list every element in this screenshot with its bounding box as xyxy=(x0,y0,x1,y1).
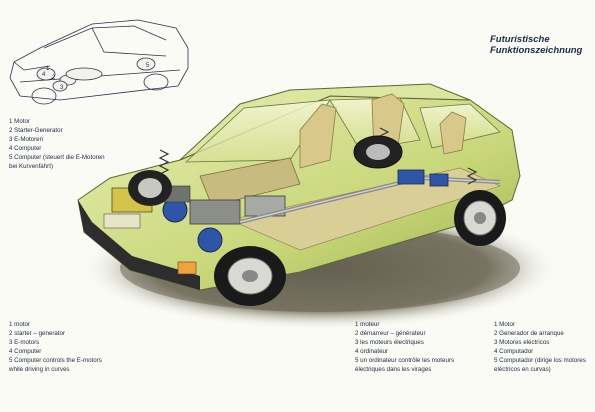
legend-item: 2 starter – generator xyxy=(9,329,66,337)
legend-item: 2 démarreur – générateur xyxy=(355,329,426,337)
legend-item: 1 motor xyxy=(9,321,30,328)
legend-item: 5 un ordinateur contrôle les moteurs xyxy=(355,356,455,364)
legend-item: 2 Generador de arranque xyxy=(494,329,564,337)
inset-label-3: 3 xyxy=(60,85,64,91)
legend-item: 5 Computador (dirige los motores xyxy=(494,356,586,364)
legend-item: 4 ordinateur xyxy=(355,347,389,355)
front-wheel xyxy=(214,246,286,306)
legend-spanish: 1 Motor 2 Generador de arranque 3 Motore… xyxy=(494,321,586,374)
legend-item: 5 Computer (steuert die E-Motoren xyxy=(9,153,105,161)
legend-item: 4 Computador xyxy=(494,347,534,355)
legend-item: 1 Motor xyxy=(494,321,515,328)
inset-label-5: 5 xyxy=(146,63,150,69)
inset-label-2: 2 xyxy=(52,75,56,81)
main-car-cutaway xyxy=(77,83,521,306)
legend-item: 3 E-Motoren xyxy=(9,135,44,143)
legend-item: 2 Starter-Generator xyxy=(9,126,63,134)
drawing-title: Futuristische Funktionszeichnung xyxy=(490,34,582,56)
inset-label-1: 1 xyxy=(46,66,50,72)
legend-item: 4 Computer xyxy=(9,347,42,355)
inset-number-labels: 1 2 3 4 5 xyxy=(42,63,150,91)
legend-item: while driving in curves xyxy=(9,365,70,373)
legend-item: 5 Computer controls the E-motors xyxy=(9,356,102,364)
legend-item: bei Kurvenfahrt) xyxy=(9,162,54,170)
legend-english: 1 motor 2 starter – generator 3 E-motors… xyxy=(9,321,102,374)
legend-item: 3 les moteurs électriques xyxy=(355,338,424,346)
inset-car-diagram xyxy=(9,19,189,105)
rear-wheel xyxy=(454,190,506,246)
title-line-2: Funktionszeichnung xyxy=(490,45,583,56)
legend-german: 1 Motor 2 Starter-Generator 3 E-Motoren … xyxy=(9,118,105,171)
legend-item: électriques dans les virages xyxy=(355,365,432,373)
legend-item: 3 E-motors xyxy=(9,338,40,346)
front-wheel-inner xyxy=(128,170,172,206)
legend-item: eléctricos en curvas) xyxy=(494,365,551,373)
legend-french: 1 moteur 2 démarreur – générateur 3 les … xyxy=(355,321,454,374)
legend-item: 3 Motores eléctricos xyxy=(494,338,550,346)
title-line-1: Futuristische xyxy=(490,34,550,45)
legend-item: 1 moteur xyxy=(355,321,380,328)
legend-item: 1 Motor xyxy=(9,118,30,125)
legend-item: 4 Computer xyxy=(9,144,42,152)
inset-label-4: 4 xyxy=(42,72,46,78)
